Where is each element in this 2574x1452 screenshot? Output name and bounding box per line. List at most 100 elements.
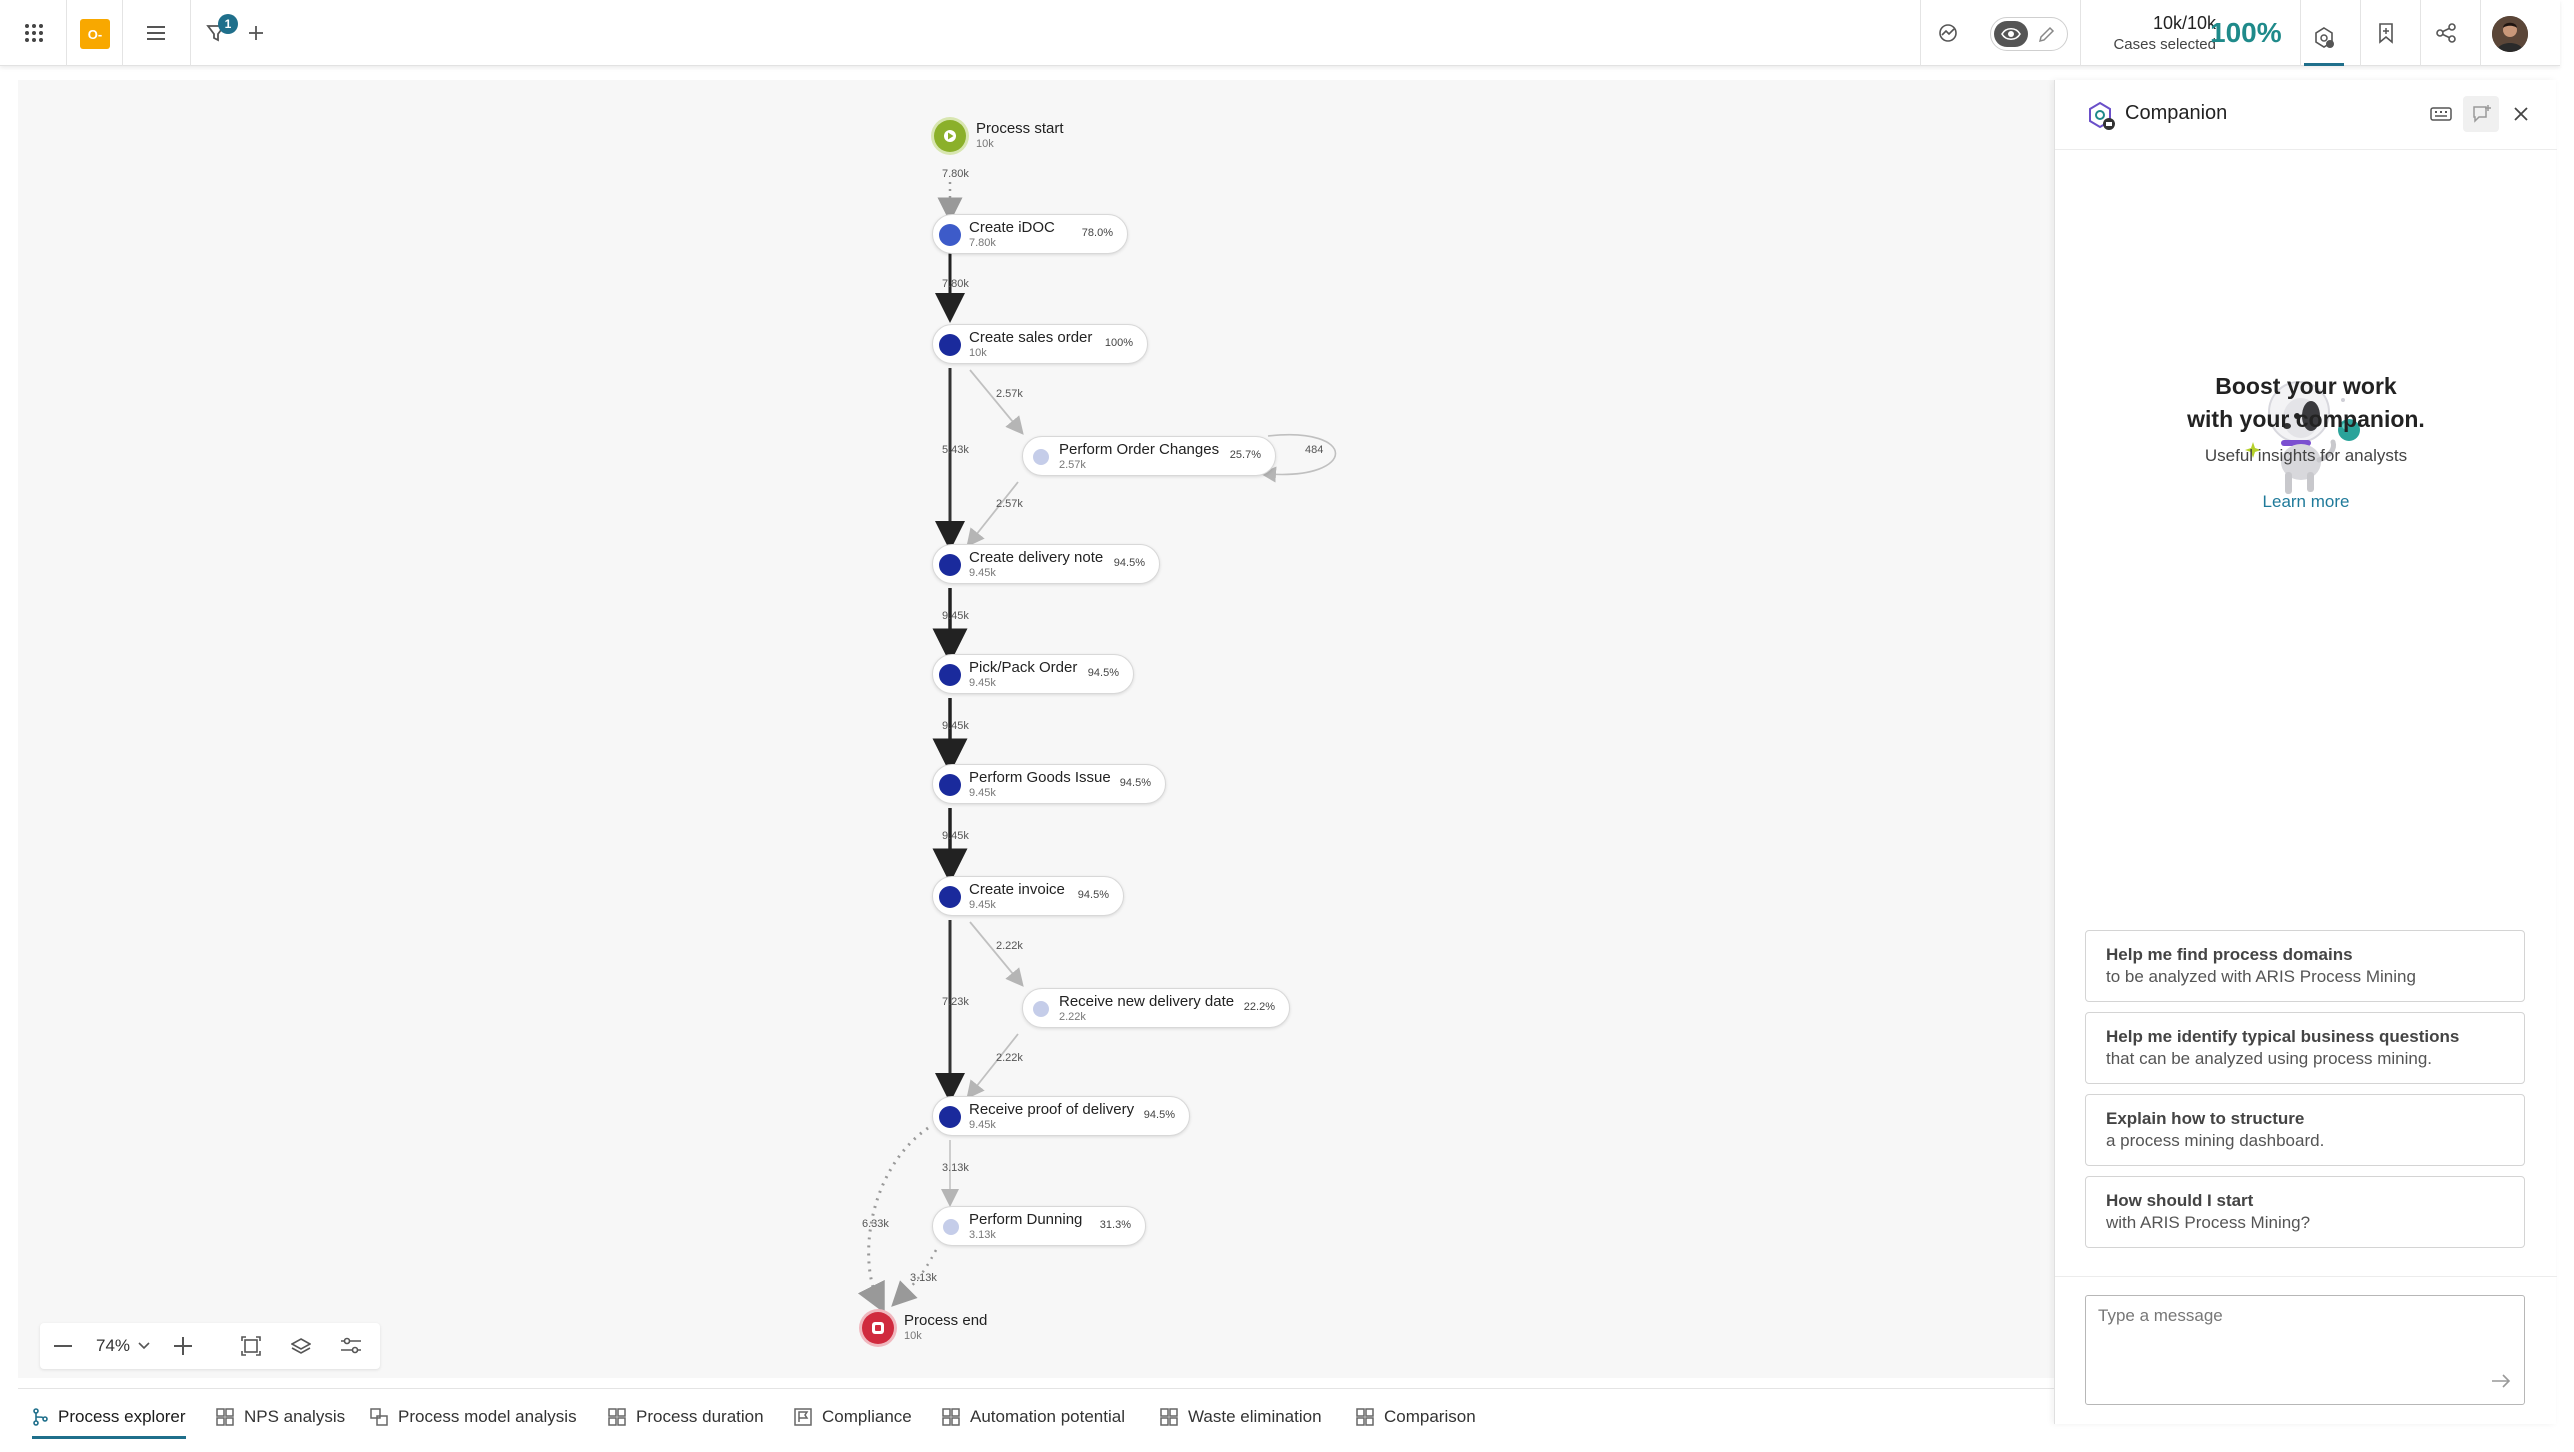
pencil-icon	[2037, 26, 2055, 49]
edge-label: 7.80k	[942, 168, 969, 180]
edge-label: 9.45k	[942, 830, 969, 842]
cases-label: Cases selected	[2113, 36, 2216, 53]
edge-label: 3.13k	[942, 1162, 969, 1174]
zoom-in-icon[interactable]	[168, 1331, 198, 1361]
node-name: Perform Dunning	[969, 1211, 1083, 1228]
menu-icon[interactable]	[136, 13, 176, 53]
suggestion-detail: to be analyzed with ARIS Process Mining	[2106, 967, 2416, 986]
settings-sliders-icon[interactable]	[336, 1331, 366, 1361]
node-count: 2.57k	[1059, 459, 1086, 471]
play-icon	[934, 120, 966, 152]
suggestion-button[interactable]: Explain how to structure a process minin…	[2085, 1094, 2525, 1166]
tab-automation-potential[interactable]: Automation potential	[942, 1389, 1125, 1445]
learn-more-link[interactable]: Learn more	[2262, 492, 2350, 511]
node-percent: 31.3%	[1099, 1219, 1131, 1231]
fit-to-screen-icon[interactable]	[236, 1331, 266, 1361]
node-name: Pick/Pack Order	[969, 659, 1078, 676]
activity-node[interactable]: Create invoice 9.45k 94.5%	[932, 876, 1124, 916]
suggestion-title: Help me identify typical business questi…	[2106, 1027, 2460, 1046]
dashboard-icon	[1160, 1408, 1178, 1426]
stop-icon	[862, 1312, 894, 1344]
cases-selected[interactable]: 10k/10k Cases selected	[2076, 13, 2216, 53]
zoom-level-select[interactable]: 74%	[88, 1331, 158, 1361]
companion-icon[interactable]	[2304, 13, 2344, 66]
app-launcher-icon[interactable]	[14, 13, 54, 53]
node-name: Receive proof of delivery	[969, 1101, 1135, 1118]
share-icon[interactable]	[2426, 13, 2466, 53]
add-filter-icon[interactable]	[236, 13, 276, 53]
node-count: 10k	[969, 347, 987, 359]
tab-comparison[interactable]: Comparison	[1356, 1389, 1476, 1445]
activity-node[interactable]: Create sales order 10k 100%	[932, 324, 1148, 364]
tab-compliance[interactable]: Compliance	[794, 1389, 912, 1445]
activity-node[interactable]: Perform Order Changes 2.57k 25.7%	[1022, 436, 1276, 476]
edge-label: 9.45k	[942, 720, 969, 732]
node-count: 10k	[904, 1330, 922, 1342]
activity-node[interactable]: Receive proof of delivery 9.45k 94.5%	[932, 1096, 1190, 1136]
tab-label: Process duration	[636, 1407, 764, 1426]
headline-line-1: Boost your work	[2215, 373, 2397, 399]
top-bar: O- 1 10k/10k Cases selected	[0, 0, 2560, 66]
tab-waste-elimination[interactable]: Waste elimination	[1160, 1389, 1322, 1445]
tab-label: Comparison	[1384, 1407, 1476, 1426]
close-icon[interactable]	[2503, 96, 2539, 132]
dashboard-icon	[608, 1408, 626, 1426]
eye-icon	[1994, 21, 2028, 47]
bookmark-icon[interactable]	[2366, 13, 2406, 53]
layers-icon[interactable]	[286, 1331, 316, 1361]
suggestion-detail: with ARIS Process Mining?	[2106, 1213, 2311, 1232]
suggestion-button[interactable]: Help me identify typical business questi…	[2085, 1012, 2525, 1084]
tab-process-explorer[interactable]: Process explorer	[32, 1389, 186, 1445]
new-chat-icon[interactable]	[2463, 96, 2499, 132]
zoom-level: 74%	[95, 1336, 131, 1355]
flag-icon	[794, 1408, 812, 1426]
analytics-icon[interactable]	[1928, 13, 1968, 53]
tab-process-duration[interactable]: Process duration	[608, 1389, 764, 1445]
node-count: 2.22k	[1059, 1011, 1086, 1023]
keyboard-icon[interactable]	[2423, 96, 2459, 132]
node-count: 7.80k	[969, 237, 996, 249]
activity-node[interactable]: Create delivery note 9.45k 94.5%	[932, 544, 1160, 584]
tab-nps-analysis[interactable]: NPS analysis	[216, 1389, 345, 1445]
user-avatar[interactable]	[2492, 16, 2528, 52]
zoom-toolbar: 74%	[40, 1323, 380, 1369]
activity-dot	[939, 774, 961, 796]
activity-node[interactable]: Perform Goods Issue 9.45k 94.5%	[932, 764, 1166, 804]
activity-dot	[939, 334, 961, 356]
node-percent: 78.0%	[1081, 227, 1113, 239]
tab-label: Waste elimination	[1188, 1407, 1322, 1426]
send-icon[interactable]	[2486, 1366, 2516, 1396]
node-name: Perform Goods Issue	[969, 769, 1111, 786]
edge-label: 2.22k	[996, 1052, 1023, 1064]
edge-label: 9.45k	[942, 610, 969, 622]
suggestion-button[interactable]: Help me find process domains to be analy…	[2085, 930, 2525, 1002]
zoom-out-icon[interactable]	[48, 1331, 78, 1361]
tab-label: Process explorer	[58, 1407, 186, 1426]
process-canvas[interactable]: 7.80k 7.80k 2.57k 5.43k 484 2.57k 9.45k …	[18, 80, 2056, 1378]
node-percent: 100%	[1104, 337, 1133, 349]
model-analysis-icon	[370, 1408, 388, 1426]
node-name: Process start	[976, 120, 1064, 137]
companion-header: Companion	[2055, 80, 2557, 150]
node-count: 10k	[976, 138, 994, 150]
view-edit-toggle[interactable]	[1990, 17, 2068, 51]
node-count: 9.45k	[969, 787, 996, 799]
node-name: Perform Order Changes	[1059, 441, 1220, 458]
node-percent: 94.5%	[1119, 777, 1151, 789]
activity-node[interactable]: Receive new delivery date 2.22k 22.2%	[1022, 988, 1290, 1028]
dashboard-icon	[942, 1408, 960, 1426]
node-name: Create sales order	[969, 329, 1093, 346]
app-logo[interactable]: O-	[80, 19, 110, 49]
activity-dot	[1033, 1001, 1049, 1017]
edge-label: 7.23k	[942, 996, 969, 1008]
message-input[interactable]: Type a message	[2085, 1295, 2525, 1405]
activity-dot	[939, 554, 961, 576]
process-graph	[857, 182, 1337, 1314]
activity-node[interactable]: Create iDOC 7.80k 78.0%	[932, 214, 1128, 254]
activity-dot	[1033, 449, 1049, 465]
activity-node[interactable]: Pick/Pack Order 9.45k 94.5%	[932, 654, 1134, 694]
suggestion-button[interactable]: How should I start with ARIS Process Min…	[2085, 1176, 2525, 1248]
tab-process-model-analysis[interactable]: Process model analysis	[370, 1389, 577, 1445]
activity-node[interactable]: Perform Dunning 3.13k 31.3%	[932, 1206, 1146, 1246]
